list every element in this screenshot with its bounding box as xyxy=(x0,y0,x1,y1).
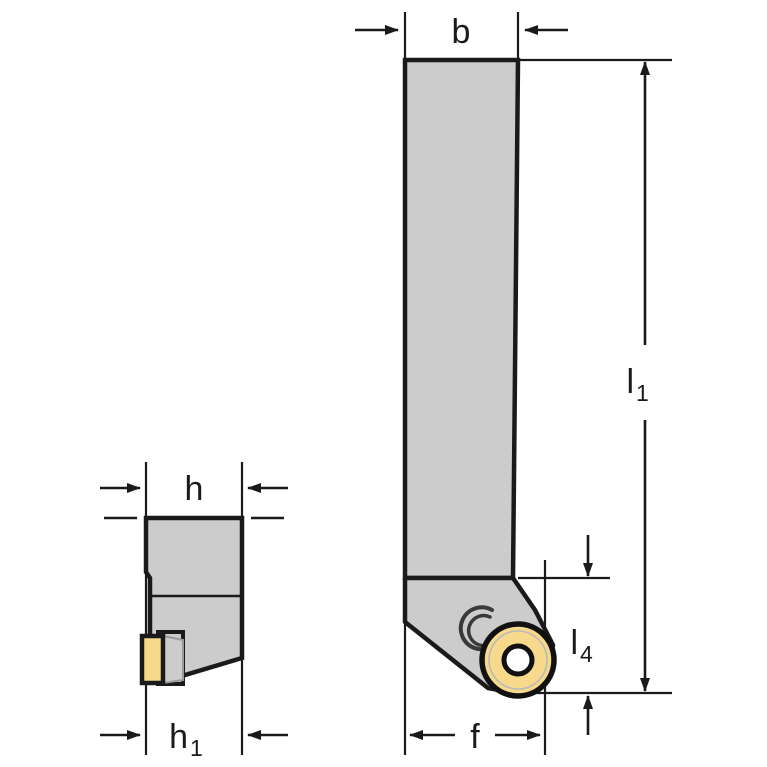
dimension-b: b xyxy=(355,13,568,51)
dimension-l4: l 4 xyxy=(570,535,593,735)
dimension-label-h1: h xyxy=(169,718,188,756)
dimension-label-f: f xyxy=(470,718,480,756)
dimension-label-l4-subscript: 4 xyxy=(580,641,593,667)
insert-secondary-face xyxy=(162,634,184,685)
dimension-label-l1-subscript: 1 xyxy=(636,380,649,406)
dimension-label-h1-subscript: 1 xyxy=(190,735,203,761)
end-view-group: h h 1 xyxy=(100,462,288,761)
shank-body-top-view xyxy=(402,57,521,581)
dimension-label-h: h xyxy=(185,470,204,508)
dimension-l1: l 1 xyxy=(626,61,650,692)
dimension-label-l1: l xyxy=(626,363,634,401)
dimension-label-b: b xyxy=(452,13,471,51)
round-insert-bore xyxy=(501,643,535,677)
insert-profile-end-view xyxy=(139,633,166,686)
dimension-h: h xyxy=(100,470,288,508)
top-view-group: b l 1 l 4 f xyxy=(355,12,672,756)
dimension-f: f xyxy=(409,718,541,756)
dimension-label-l4: l xyxy=(570,624,578,662)
dimension-h1: h 1 xyxy=(100,718,288,761)
